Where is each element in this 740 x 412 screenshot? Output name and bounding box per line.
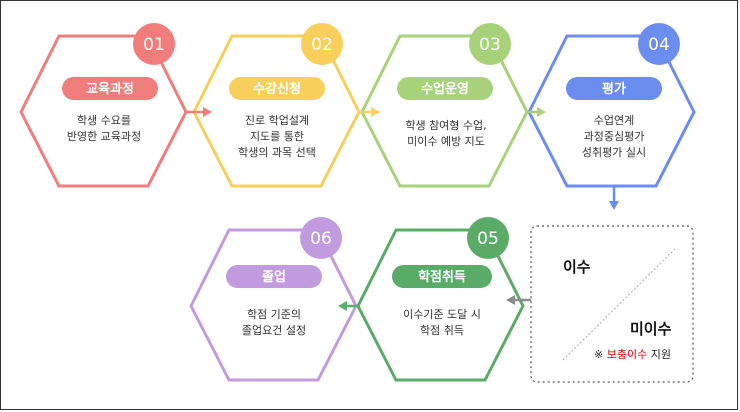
step-04-number-badge xyxy=(638,23,680,65)
step-04-title: 평가 xyxy=(602,81,626,97)
step-03-desc-line-2: 미이수 예방 지도 xyxy=(407,135,485,148)
step-02-desc-line-1: 진로 학업설계 xyxy=(245,114,309,127)
step-02-title: 수강신청 xyxy=(253,81,301,97)
outcome-note-suffix: 지원 xyxy=(647,348,671,361)
step-03-desc-line-1: 학생 참여형 수업, xyxy=(405,119,486,132)
outcome-box: 이수 미이수 ※ 보충이수 지원 xyxy=(530,225,694,383)
step-06-title: 졸업 xyxy=(262,270,286,285)
outcome-note: ※ 보충이수 지원 xyxy=(594,348,671,361)
step-02-number-badge xyxy=(301,23,343,65)
step-03-number-badge xyxy=(469,23,511,65)
step-02-number: 02 xyxy=(311,35,333,55)
outcome-incomplete-label: 미이수 xyxy=(630,320,672,338)
step-03-number: 03 xyxy=(479,35,501,55)
step-05-number-badge xyxy=(467,217,509,259)
arrow-03-to-04 xyxy=(525,107,546,117)
step-03: 03 수업운영 학생 참여형 수업, 미이수 예방 지도 xyxy=(360,23,529,188)
step-05-desc-line-2: 학점 취득 xyxy=(420,324,464,337)
step-05-title-pill xyxy=(392,265,492,288)
step-04-title-pill xyxy=(566,77,662,100)
step-01: 01 교육과정 학생 수요를 반영한 교육과정 xyxy=(19,23,188,188)
outcome-note-prefix: ※ xyxy=(594,348,607,361)
step-06-number: 06 xyxy=(310,229,332,249)
arrow-outcome-to-05-head xyxy=(506,295,515,305)
step-01-title: 교육과정 xyxy=(86,81,134,97)
step-03-title-pill xyxy=(397,77,493,100)
step-04-desc-line-1: 수업연계 xyxy=(594,114,634,127)
step-04: 04 평가 수업연계 과정중심평가 성취평가 실시 xyxy=(527,23,696,188)
outcome-box-border xyxy=(530,225,694,383)
step-01-number: 01 xyxy=(143,35,165,55)
step-02-desc-line-2: 지도를 통한 xyxy=(250,130,304,143)
step-05-desc-line-1: 이수기준 도달 시 xyxy=(403,308,481,321)
step-01-desc-line-1: 학생 수요를 xyxy=(77,114,131,127)
step-05-hexagon xyxy=(356,228,525,382)
step-02-title-pill xyxy=(229,77,325,100)
step-03-title: 수업운영 xyxy=(421,82,469,97)
step-06-desc-line-2: 졸업요건 설정 xyxy=(242,324,306,337)
outcome-complete-label: 이수 xyxy=(563,258,591,276)
step-04-hexagon xyxy=(527,34,696,188)
arrow-04-to-outcome xyxy=(609,186,619,210)
step-06-desc-line-1: 학점 기준의 xyxy=(247,308,301,321)
step-04-number: 04 xyxy=(648,35,670,55)
step-04-desc-line-2: 과정중심평가 xyxy=(584,130,645,143)
step-01-number-badge xyxy=(133,23,175,65)
arrow-outcome-to-05 xyxy=(506,295,531,305)
step-06-title-pill xyxy=(226,265,322,288)
step-05-title: 학점취득 xyxy=(418,269,466,285)
step-05: 05 학점취득 이수기준 도달 시 학점 취득 xyxy=(356,217,525,382)
step-01-title-pill xyxy=(62,77,158,100)
step-02: 02 수강신청 진로 학업설계 지도를 통한 학생의 과목 선택 xyxy=(192,23,361,188)
arrow-01-to-02 xyxy=(184,107,212,117)
step-06: 06 졸업 학점 기준의 졸업요건 설정 xyxy=(189,217,358,382)
arrow-05-to-06 xyxy=(338,301,360,311)
arrow-02-to-03 xyxy=(357,107,380,117)
outcome-note-highlight: 보충이수 xyxy=(607,348,647,361)
step-06-number-badge xyxy=(300,217,342,259)
step-02-desc-line-3: 학생의 과목 선택 xyxy=(238,146,316,159)
step-01-desc-line-2: 반영한 교육과정 xyxy=(67,130,141,143)
step-04-desc-line-3: 성취평가 실시 xyxy=(582,146,646,159)
step-05-number: 05 xyxy=(477,229,499,249)
